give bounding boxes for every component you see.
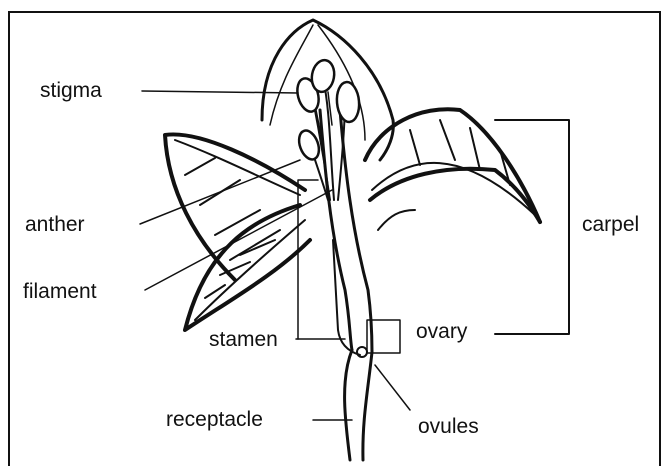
stem bbox=[320, 110, 372, 460]
label-stigma: stigma bbox=[40, 80, 102, 101]
label-stamen: stamen bbox=[209, 329, 278, 350]
label-anther: anther bbox=[25, 214, 85, 235]
carpel-bracket bbox=[495, 120, 569, 334]
left-petal bbox=[165, 134, 310, 330]
right-petal bbox=[365, 109, 540, 230]
label-ovules: ovules bbox=[418, 416, 479, 437]
label-receptacle: receptacle bbox=[166, 409, 263, 430]
label-carpel: carpel bbox=[582, 214, 639, 235]
label-filament: filament bbox=[23, 281, 97, 302]
label-ovary: ovary bbox=[416, 321, 467, 342]
